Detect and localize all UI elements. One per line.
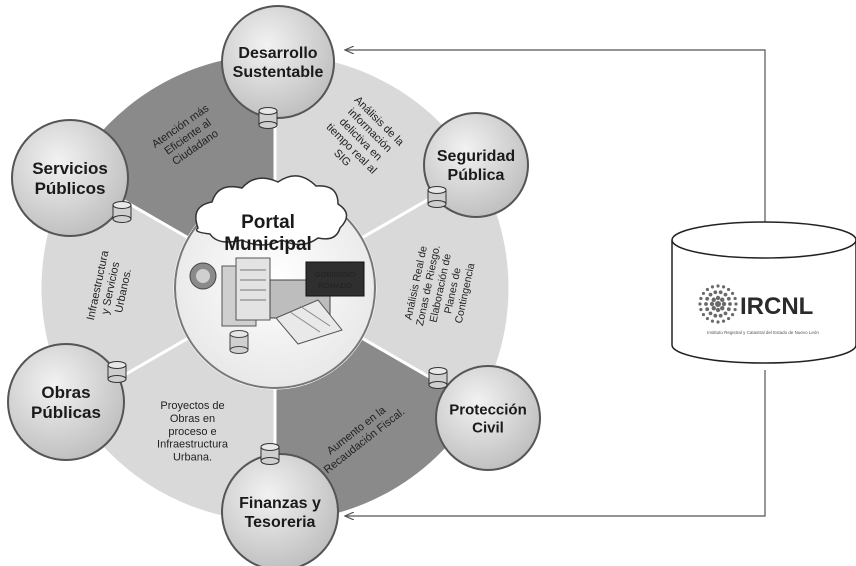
node-label-line: Públicos [35,179,106,198]
badge-line1: GOBIERNO [315,270,356,279]
node-label-line: Pública [448,167,505,184]
ircnl-logo-icon [698,284,738,324]
node-label-line: Finanzas y [239,495,321,512]
node-circle [221,453,339,566]
node-label-line: Protección [449,401,527,418]
node-label-line: Desarrollo [238,45,317,62]
node-circle [221,5,335,119]
node-label-line: Sustentable [233,64,324,81]
segment-text-line: Proyectos de [160,400,224,412]
node-label-line: Públicas [31,403,101,422]
node-label-line: Servicios [32,159,108,178]
arrow-to-finanzas [345,370,766,516]
gobierno-badge: GOBIERNO ROMADO [305,261,365,297]
node-finanzas: Finanzas y Tesoreria [221,443,339,566]
database-icon [258,107,278,129]
node-circle [423,112,529,218]
node-circle [7,343,125,461]
badge-line2: ROMADO [318,281,352,290]
node-label-line: Tesoreria [245,514,316,531]
segment-text-line: Infraestructura [157,439,229,451]
database-icon [112,201,132,223]
seal-icon [189,262,217,290]
node-label-line: Seguridad [437,148,515,165]
node-label-line: Obras [41,383,90,402]
cloud-icon [195,175,348,246]
portal-municipal-hub: Portal Municipal GOBIERNO ROMADO [174,175,376,389]
ircnl-logo-text: IRCNL [740,293,813,320]
ircnl-database: IRCNL Instituto Registral y Catastral de… [671,221,856,364]
hub-title-line2: Municipal [224,234,312,255]
server-icon [221,257,271,327]
segment-text-line: proceso e [168,426,216,438]
connector-lines [345,50,766,516]
hub-database-icon [229,330,249,354]
department-nodes: DesarrolloSustentableSeguridadPúblicaPro… [7,5,541,566]
segment-text-line: Urbana. [173,452,212,464]
node-label-line: Civil [472,419,504,436]
database-icon [260,443,280,465]
arrow-to-desarrollo [345,50,766,225]
hub-title-line1: Portal [241,212,295,233]
node-circle [11,119,129,237]
database-icon [107,361,127,383]
node-circle [435,365,541,471]
ircnl-subtitle: Instituto Registral y Catastral del Esta… [707,330,819,335]
segment-text-line: Obras en [170,413,215,425]
database-icon [427,186,447,208]
database-icon [428,367,448,389]
